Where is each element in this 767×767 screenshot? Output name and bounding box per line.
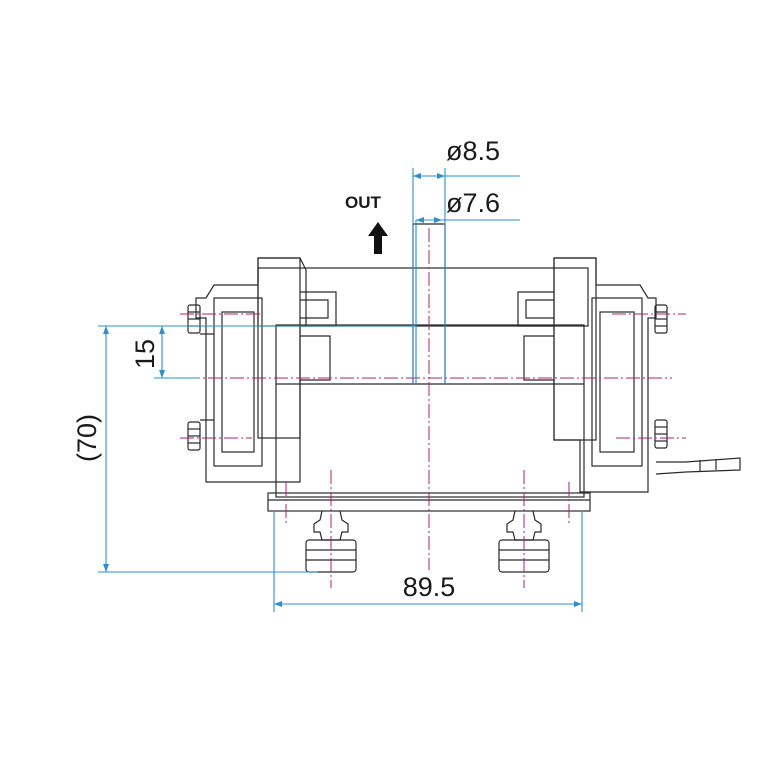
offset-dimension-label: 15 xyxy=(130,339,160,369)
dimension-lines xyxy=(98,168,583,612)
height-dimension-label: (70) xyxy=(72,414,102,462)
outer-diameter-label: ø8.5 xyxy=(446,136,500,166)
width-dimension-label: 89.5 xyxy=(403,572,456,602)
center-lines xyxy=(164,228,686,588)
right-motor-head xyxy=(517,257,741,493)
left-motor-head xyxy=(187,257,337,483)
flow-label: OUT xyxy=(345,193,382,212)
pump-body xyxy=(257,267,591,512)
flow-arrow-icon xyxy=(368,222,388,254)
inner-diameter-label: ø7.6 xyxy=(446,188,500,218)
